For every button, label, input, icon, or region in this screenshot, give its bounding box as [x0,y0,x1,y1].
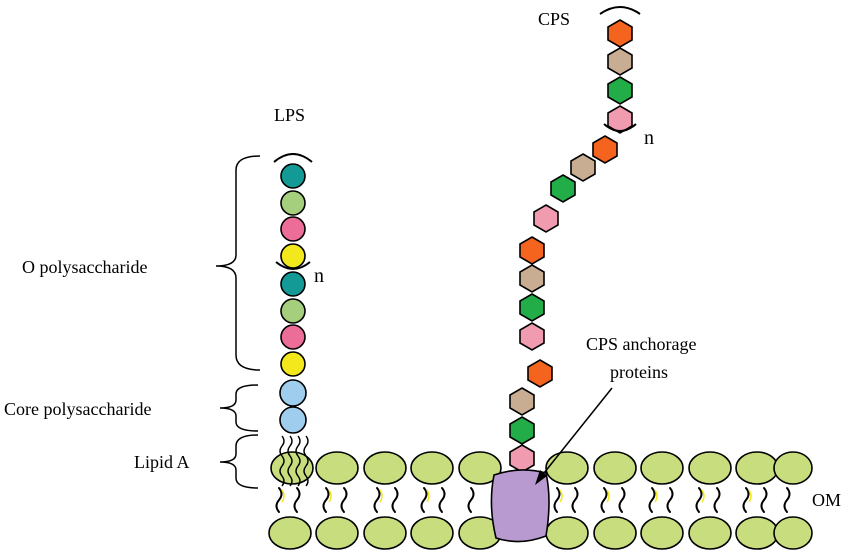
cps-sugar [607,76,633,105]
cps-sugar [509,444,535,473]
cps-sugar [592,135,618,164]
cps-sugar [509,387,535,416]
lipid-a-brace [219,434,259,489]
o-polysaccharide-label: O polysaccharide [22,257,147,277]
cps-repeat-arc-top [599,6,641,15]
cps-anchorage-label-line1: CPS anchorage [586,334,696,354]
lps-sugar [280,163,306,189]
lps-sugar [280,216,306,242]
lipid-a-chains [279,435,309,487]
braces [215,155,261,489]
lps-repeat-n-label: n [314,265,324,287]
cps-sugar [527,359,553,388]
cps-sugar [519,236,545,265]
lps-sugar [280,351,306,377]
cps-sugar [570,153,596,182]
membrane-bottom-heads [268,516,813,550]
outer-membrane [268,451,813,550]
lps-sugar [280,271,306,297]
cps-repeat-n-label: n [644,127,654,149]
core-sugar [279,406,307,434]
lipid-a-label: Lipid A [134,452,190,472]
cps-sugar [519,322,545,351]
lps-sugar [280,298,306,324]
lps-chain [273,153,313,487]
cps-label: CPS [538,9,570,29]
core-sugar [279,379,307,407]
cps-sugar [509,416,535,445]
membrane-lipid-tails [275,487,791,513]
cps-sugar [519,264,545,293]
cps-sugar [607,19,633,48]
cps-sugar [550,174,576,203]
cps-repeat-arc-mid [603,123,637,132]
cps-anchorage-protein [490,469,550,543]
om-label: OM [812,490,841,510]
o-polysaccharide-brace [215,155,261,371]
lps-repeat-arc-mid [275,261,311,270]
anchorage-arrow [535,387,613,485]
core-polysaccharide-brace [219,384,259,432]
cps-sugar [519,293,545,322]
cps-chain [509,6,641,473]
cps-sugar [607,47,633,76]
lps-label: LPS [274,105,305,125]
core-polysaccharide-label: Core polysaccharide [4,399,151,419]
cps-sugar [607,105,633,134]
cps-anchorage-label-line2: proteins [610,362,668,382]
cps-sugar [533,204,559,233]
lps-sugar [280,243,306,269]
lps-sugar [280,190,306,216]
lps-sugar [280,324,306,350]
lps-repeat-arc-top [273,153,313,163]
